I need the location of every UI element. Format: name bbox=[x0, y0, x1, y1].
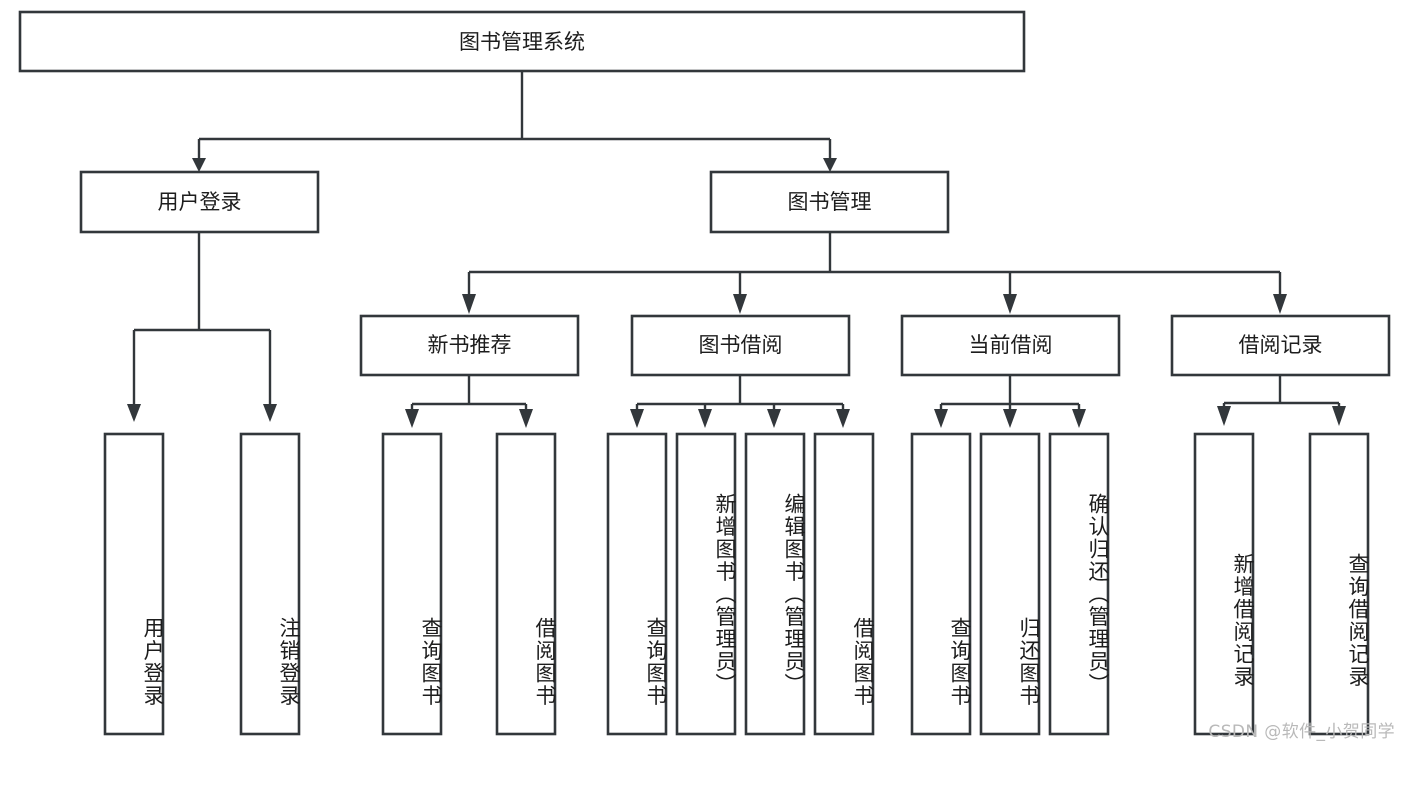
node-current-borrow-label: 当前借阅 bbox=[969, 333, 1053, 357]
node-book-borrow-box[interactable] bbox=[630, 314, 851, 377]
node-book-manage[interactable]: 图书管理 bbox=[709, 170, 950, 234]
leaf-box-book-borrow-2[interactable] bbox=[675, 432, 737, 736]
node-root[interactable]: 图书管理系统 bbox=[18, 10, 1026, 73]
arrow-head-user-login bbox=[192, 158, 206, 172]
node-current-borrow-box[interactable] bbox=[900, 314, 1121, 377]
arrow-head-borrow-record-leaf-1 bbox=[1217, 406, 1231, 426]
arrow-head-new-book bbox=[462, 294, 476, 314]
arrow-head-current-borrow-leaf-2 bbox=[1003, 409, 1017, 428]
leaf-box-current-borrow-3[interactable] bbox=[1048, 432, 1110, 736]
node-borrow-record-box[interactable] bbox=[1170, 314, 1391, 377]
node-book-manage-box[interactable] bbox=[709, 170, 950, 234]
arrow-head-borrow-record bbox=[1273, 294, 1287, 314]
leaf-box-current-borrow-1[interactable] bbox=[910, 432, 972, 736]
arrow-head-book-borrow-leaf-4 bbox=[836, 409, 850, 428]
watermark-text: CSDN @软件_小贺同学 bbox=[1208, 722, 1395, 742]
node-root-box[interactable] bbox=[18, 10, 1026, 73]
leaf-box-user-login-1[interactable] bbox=[103, 432, 165, 736]
leaf-box-borrow-record-2[interactable] bbox=[1308, 432, 1370, 736]
node-book-manage-label: 图书管理 bbox=[788, 190, 872, 214]
arrow-head-book-manage bbox=[823, 158, 837, 172]
node-new-book-recommend-box[interactable] bbox=[359, 314, 580, 377]
connector-group bbox=[127, 71, 1346, 428]
node-current-borrow[interactable]: 当前借阅 bbox=[900, 314, 1121, 377]
node-book-borrow-label: 图书借阅 bbox=[699, 333, 783, 357]
leaf-box-book-borrow-1[interactable] bbox=[606, 432, 668, 736]
leaf-box-user-login-2[interactable] bbox=[239, 432, 301, 736]
node-new-book-recommend[interactable]: 新书推荐 bbox=[359, 314, 580, 377]
node-user-login[interactable]: 用户登录 bbox=[79, 170, 320, 234]
arrow-head-borrow-record-leaf-2 bbox=[1332, 406, 1346, 426]
node-book-borrow[interactable]: 图书借阅 bbox=[630, 314, 851, 377]
arrow-head-book-borrow-leaf-2 bbox=[698, 409, 712, 428]
flowchart-diagram: 图书管理系统 用户登录 图书管理 新书推荐 图书借阅 当前借阅 借阅记录 bbox=[18, 10, 1395, 742]
arrow-head-book-borrow-leaf-1 bbox=[630, 409, 644, 428]
leaf-box-new-book-2[interactable] bbox=[495, 432, 557, 736]
node-user-login-label: 用户登录 bbox=[158, 190, 242, 214]
arrow-head-user-login-leaf-1 bbox=[127, 404, 141, 422]
arrow-head-book-borrow-leaf-3 bbox=[767, 409, 781, 428]
leaf-box-book-borrow-4[interactable] bbox=[813, 432, 875, 736]
arrow-head-current-borrow bbox=[1003, 294, 1017, 314]
leaf-box-borrow-record-1[interactable] bbox=[1193, 432, 1255, 736]
arrow-head-current-borrow-leaf-1 bbox=[934, 409, 948, 428]
arrow-head-current-borrow-leaf-3 bbox=[1072, 409, 1086, 428]
arrow-head-new-book-leaf-1 bbox=[405, 409, 419, 428]
node-borrow-record-label: 借阅记录 bbox=[1239, 333, 1323, 357]
leaf-box-current-borrow-2[interactable] bbox=[979, 432, 1041, 736]
node-root-label: 图书管理系统 bbox=[459, 30, 585, 54]
node-user-login-box[interactable] bbox=[79, 170, 320, 234]
arrow-head-new-book-leaf-2 bbox=[519, 409, 533, 428]
leaf-box-new-book-1[interactable] bbox=[381, 432, 443, 736]
node-new-book-recommend-label: 新书推荐 bbox=[428, 333, 512, 357]
node-borrow-record[interactable]: 借阅记录 bbox=[1170, 314, 1391, 377]
flowchart-svg: 图书管理系统 用户登录 图书管理 新书推荐 图书借阅 当前借阅 借阅记录 bbox=[18, 10, 1391, 736]
arrow-head-book-borrow bbox=[733, 294, 747, 314]
leaf-box-book-borrow-3[interactable] bbox=[744, 432, 806, 736]
arrow-head-user-login-leaf-2 bbox=[263, 404, 277, 422]
